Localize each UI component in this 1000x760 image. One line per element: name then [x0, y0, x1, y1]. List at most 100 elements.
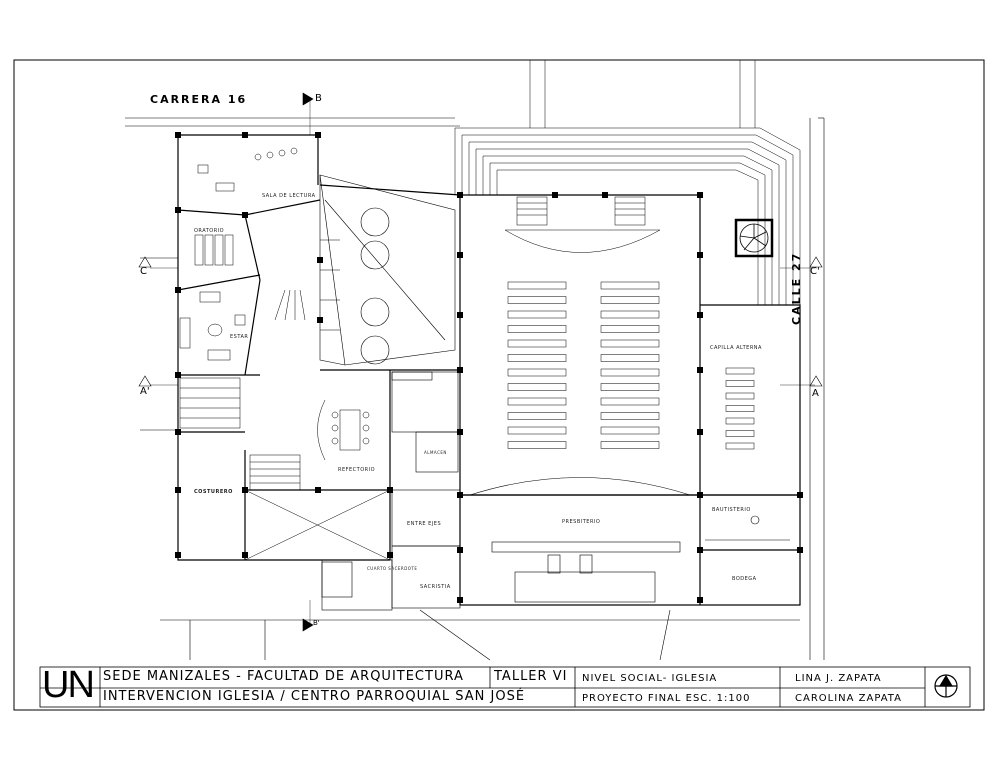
- column: [457, 429, 463, 435]
- column: [317, 317, 323, 323]
- column: [697, 597, 703, 603]
- pew: [507, 310, 567, 319]
- pew: [507, 383, 567, 391]
- column: [797, 492, 803, 498]
- furniture: [179, 147, 391, 561]
- section-mark-c-prime: C': [810, 266, 820, 277]
- chapel-pew: [725, 442, 755, 450]
- spiral-stair: [734, 218, 774, 258]
- nave-stairs: [504, 196, 661, 253]
- room-almacen: ALMACEN: [424, 450, 447, 455]
- pew: [507, 281, 567, 290]
- pew: [600, 383, 660, 391]
- pew: [600, 281, 660, 290]
- pew: [600, 397, 660, 406]
- column: [175, 207, 181, 213]
- pew: [600, 441, 660, 449]
- pew: [600, 310, 660, 319]
- title-line-2: INTERVENCION IGLESIA / CENTRO PARROQUIAL…: [103, 689, 526, 704]
- pew: [600, 412, 660, 420]
- sheet-frame: [13, 59, 985, 711]
- column: [175, 552, 181, 558]
- column: [697, 547, 703, 553]
- column: [315, 487, 321, 493]
- taller-label: TALLER VI: [494, 669, 568, 684]
- room-bautisterio: BAUTISTERIO: [712, 507, 751, 513]
- author-2: CAROLINA ZAPATA: [795, 693, 902, 704]
- title-line-1: SEDE MANIZALES - FACULTAD DE ARQUITECTUR…: [103, 669, 464, 684]
- pews: [507, 281, 660, 449]
- column: [457, 547, 463, 553]
- section-mark-a: A: [812, 388, 819, 399]
- column: [175, 487, 181, 493]
- pew: [507, 296, 567, 304]
- column: [697, 492, 703, 498]
- column: [242, 487, 248, 493]
- pew: [600, 296, 660, 304]
- pew: [507, 339, 567, 348]
- column: [457, 492, 463, 498]
- column: [457, 367, 463, 373]
- section-mark-b: B: [315, 93, 322, 104]
- column: [697, 312, 703, 318]
- pew: [600, 354, 660, 362]
- column: [242, 212, 248, 218]
- pew: [507, 368, 567, 377]
- structural-columns: [175, 132, 803, 603]
- column: [387, 552, 393, 558]
- column: [457, 312, 463, 318]
- pew: [600, 426, 660, 435]
- column: [602, 192, 608, 198]
- parish-center-walls: [177, 134, 461, 561]
- title-block: [39, 666, 971, 708]
- presbytery: [469, 477, 790, 603]
- section-mark-c: C: [140, 266, 147, 277]
- column: [697, 192, 703, 198]
- room-bodega: BODEGA: [732, 576, 757, 582]
- courtyard: [319, 174, 456, 366]
- chapel-pew: [725, 380, 755, 387]
- pew: [507, 441, 567, 449]
- chapel-pew: [725, 367, 755, 375]
- column: [175, 372, 181, 378]
- section-mark-b-prime: B': [313, 619, 320, 627]
- room-sala-lectura: SALA DE LECTURA: [262, 193, 316, 199]
- room-costurero: COSTURERO: [194, 489, 233, 495]
- room-presbiterio: PRESBITERIO: [562, 519, 601, 525]
- column: [242, 132, 248, 138]
- level-label: NIVEL SOCIAL- IGLESIA: [582, 673, 718, 684]
- column: [797, 547, 803, 553]
- room-entre-ejes: ENTRE EJES: [407, 521, 442, 527]
- chapel-pew: [725, 392, 755, 400]
- pew: [600, 339, 660, 348]
- pew: [600, 325, 660, 333]
- column: [242, 552, 248, 558]
- pew: [507, 412, 567, 420]
- street-east-label: CALLE 27: [790, 251, 803, 325]
- column: [457, 192, 463, 198]
- university-logo: UN: [42, 664, 95, 706]
- room-sacristia: SACRISTIA: [420, 584, 451, 590]
- pew: [507, 397, 567, 406]
- column: [317, 257, 323, 263]
- room-cuarto-sacerdote: CUARTO SACERDOTE: [367, 566, 418, 571]
- pew: [507, 354, 567, 362]
- column: [175, 287, 181, 293]
- column: [175, 429, 181, 435]
- section-markers: [138, 92, 823, 632]
- pew: [507, 325, 567, 333]
- north-arrow-icon: [934, 674, 958, 698]
- chapel-pews: [725, 367, 755, 450]
- chapel-pew: [725, 417, 755, 425]
- column: [697, 429, 703, 435]
- service-rooms: [321, 371, 461, 611]
- street-north-label: CARRERA 16: [150, 93, 248, 106]
- author-1: LINA J. ZAPATA: [795, 673, 882, 684]
- cut-lines: [150, 100, 815, 625]
- column: [457, 597, 463, 603]
- chapel-pew: [725, 405, 755, 412]
- room-capilla-alterna: CAPILLA ALTERNA: [710, 345, 762, 351]
- room-estar: ESTAR: [230, 334, 249, 340]
- project-label: PROYECTO FINAL ESC. 1:100: [582, 693, 751, 704]
